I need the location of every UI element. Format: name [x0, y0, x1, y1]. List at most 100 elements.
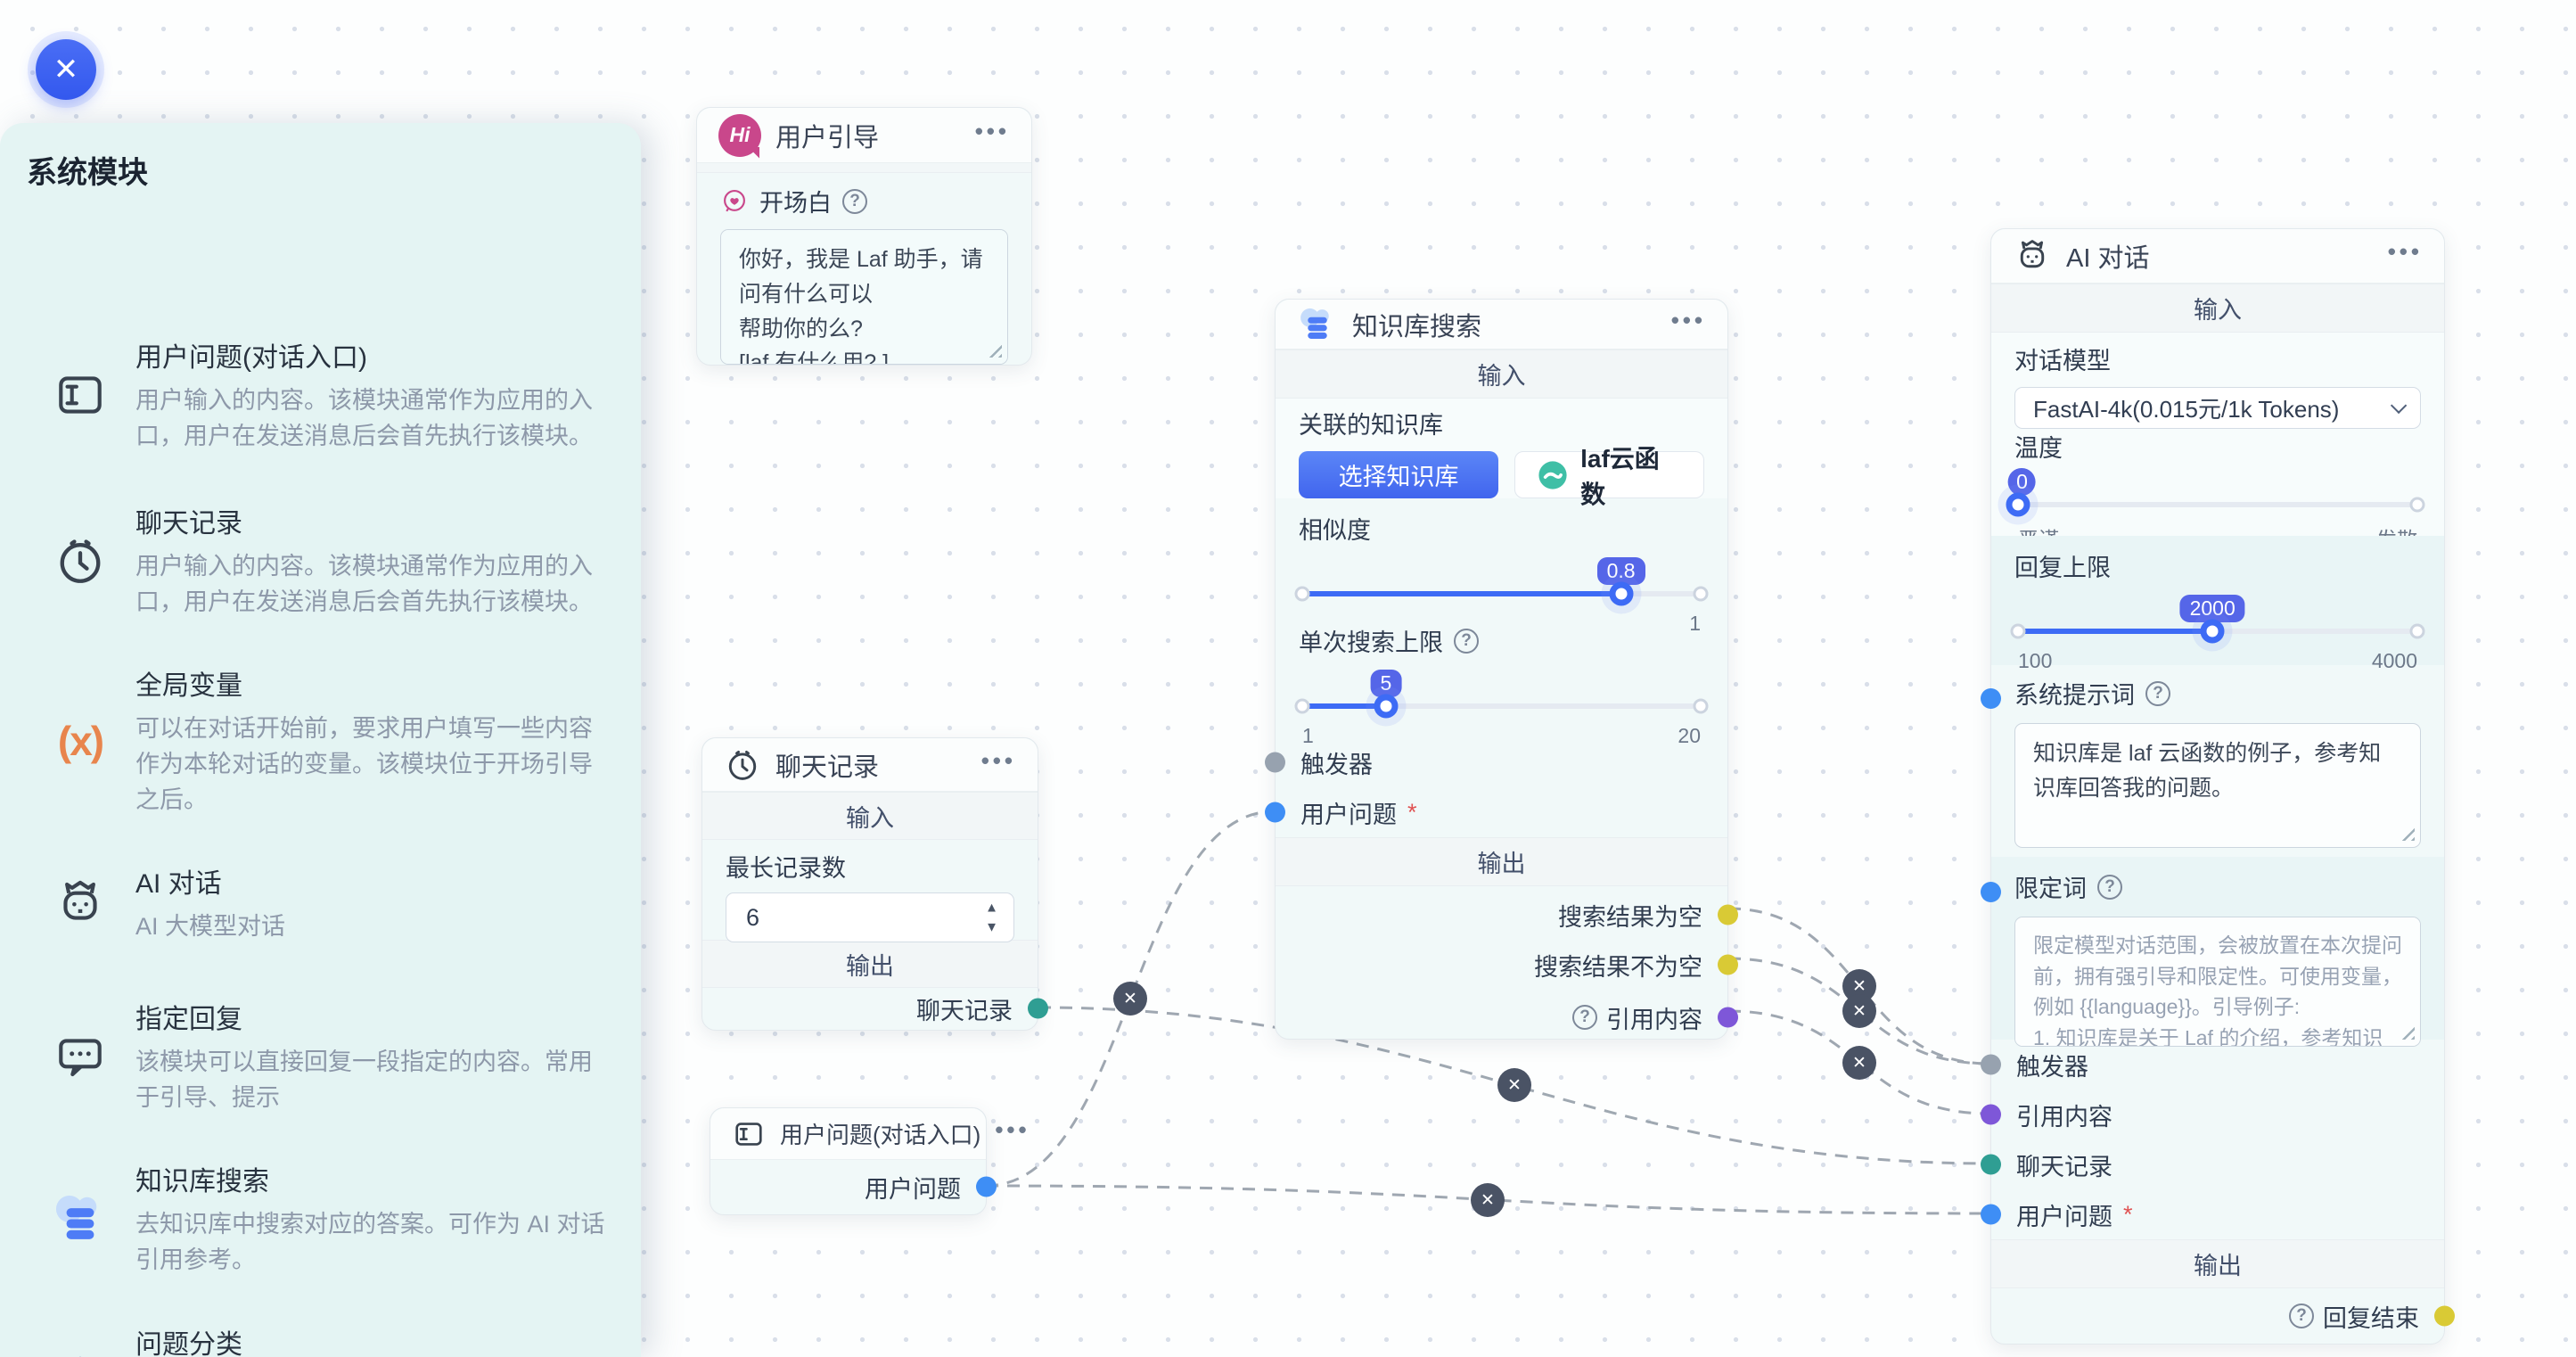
opening-heart-icon: [720, 187, 749, 216]
sidebar-item-fixed-reply[interactable]: 指定回复 该模块可以直接回复一段指定的内容。常用于引导、提示: [37, 997, 605, 1115]
sidebar-item-ai-chat[interactable]: AI 对话 AI 大模型对话: [37, 861, 605, 944]
port-label: 用户问题: [1300, 801, 1397, 828]
output-port-result-empty[interactable]: [1718, 904, 1738, 925]
delete-connection-button[interactable]: ✕: [1842, 994, 1876, 1028]
help-icon[interactable]: ?: [1572, 1005, 1597, 1030]
output-port-quote[interactable]: [1718, 1007, 1738, 1028]
required-mark: *: [2123, 1200, 2133, 1228]
node-kb-search[interactable]: 知识库搜索 ••• 输入 关联的知识库 选择知识库 laf云函数: [1265, 299, 1738, 1040]
sidebar-item-question-classify[interactable]: 问题分类 可以判断用户问题属于哪方面问题，从而执行不同的操作。: [37, 1322, 605, 1357]
database-cloud-icon: [1297, 304, 1338, 345]
text-cursor-icon: [732, 1117, 766, 1151]
output-port-result-not-empty[interactable]: [1718, 954, 1738, 975]
node-menu-button[interactable]: •••: [2387, 238, 2423, 265]
module-desc: AI 大模型对话: [135, 913, 286, 940]
node-menu-button[interactable]: •••: [1670, 306, 1706, 333]
input-port-row: 触发器: [1981, 1040, 2444, 1090]
port-label: 用户问题: [865, 1175, 961, 1203]
slider-min-label: 100: [2018, 649, 2053, 672]
model-select[interactable]: FastAI-4k(0.015元/1k Tokens): [2014, 387, 2421, 429]
node-menu-button[interactable]: •••: [995, 1115, 1030, 1143]
node-menu-button[interactable]: •••: [980, 746, 1016, 774]
system-prompt-textarea[interactable]: 知识库是 laf 云函数的例子，参考知识库回答我的问题。: [2014, 723, 2421, 848]
node-chat-history[interactable]: 聊天记录 ••• 输入 最长记录数 ▲▼ 输出 聊天记录: [701, 737, 1048, 1031]
module-name: 指定回复: [135, 1005, 242, 1034]
delete-connection-button[interactable]: ✕: [1497, 1068, 1531, 1102]
opening-textarea[interactable]: 你好，我是 Laf 助手，请问有什么可以 帮助你的么? [laf 有什么用? ]…: [720, 229, 1008, 365]
slider-max-label: 4000: [2371, 649, 2417, 672]
input-port-qualifier[interactable]: [1981, 882, 2001, 902]
sidebar-item-kb-search[interactable]: 知识库搜索 去知识库中搜索对应的答案。可作为 AI 对话引用参考。: [37, 1159, 605, 1278]
slider-thumb[interactable]: [1374, 694, 1399, 719]
module-desc: 用户输入的内容。该模块通常作为应用的入口，用户在发送消息后会首先执行该模块。: [135, 553, 593, 615]
qualifier-textarea[interactable]: [2014, 917, 2421, 1047]
input-port-trigger[interactable]: [1265, 752, 1285, 773]
node-title: 用户引导: [775, 123, 880, 152]
input-port-trigger[interactable]: [1981, 1054, 2001, 1075]
laf-icon: [1537, 459, 1569, 491]
input-port-row: 触发器: [1265, 737, 1727, 787]
module-desc: 用户输入的内容。该模块通常作为应用的入口，用户在发送消息后会首先执行该模块。: [135, 387, 593, 449]
sidebar-item-user-question[interactable]: 用户问题(对话入口) 用户输入的内容。该模块通常作为应用的入口，用户在发送消息后…: [37, 335, 605, 454]
help-icon[interactable]: ?: [2289, 1304, 2314, 1328]
output-port-chat-history[interactable]: [1028, 998, 1048, 1019]
temperature-slider[interactable]: 0: [2006, 468, 2425, 517]
input-port-chat-history[interactable]: [1981, 1154, 2001, 1175]
clock-icon: [724, 746, 761, 784]
delete-icon: ✕: [1507, 1075, 1522, 1095]
delete-connection-button[interactable]: ✕: [1842, 1046, 1876, 1080]
input-section-label: 输入: [1276, 350, 1727, 399]
input-port-user-question[interactable]: [1265, 802, 1285, 823]
slider-thumb[interactable]: [2006, 492, 2030, 517]
close-panel-button[interactable]: ✕: [36, 39, 96, 100]
node-menu-button[interactable]: •••: [974, 117, 1010, 144]
dataset-tag[interactable]: laf云函数: [1514, 445, 1704, 508]
number-stepper[interactable]: ▲▼: [985, 901, 998, 934]
slider-value-badge: 5: [1370, 670, 1402, 697]
max-records-input[interactable]: [726, 892, 1014, 942]
slider-value-badge: 2000: [2179, 595, 2245, 622]
port-label: 搜索结果不为空: [1534, 953, 1702, 981]
output-section-label: 输出: [1276, 837, 1727, 886]
slider-thumb[interactable]: [1609, 581, 1634, 606]
variable-icon: (x): [57, 717, 104, 764]
help-icon[interactable]: ?: [842, 188, 867, 214]
similarity-slider[interactable]: 0.8: [1294, 557, 1709, 606]
help-icon[interactable]: ?: [2097, 874, 2122, 900]
robot-icon: [37, 876, 123, 931]
module-desc: 去知识库中搜索对应的答案。可作为 AI 对话引用参考。: [135, 1211, 605, 1273]
node-user-question[interactable]: 用户问题(对话入口) ••• 用户问题: [710, 1107, 1027, 1215]
delete-connection-button[interactable]: ✕: [1113, 982, 1147, 1016]
reply-limit-label: 回复上限: [2014, 555, 2111, 581]
input-section-label: 输入: [1991, 284, 2444, 333]
port-label: 引用内容: [1606, 1006, 1702, 1033]
input-port-quote[interactable]: [1981, 1104, 2001, 1125]
module-name: 用户问题(对话入口): [135, 343, 367, 373]
help-icon[interactable]: ?: [1454, 628, 1479, 654]
wire-quote-quote: [1727, 1009, 1990, 1115]
step-up-icon[interactable]: ▲: [985, 900, 998, 916]
sidebar-item-global-variable[interactable]: (x) 全局变量 可以在对话开始前，要求用户填写一些内容作为本轮对话的变量。该模…: [37, 663, 605, 818]
select-kb-button[interactable]: 选择知识库: [1299, 451, 1499, 498]
sidebar-item-chat-history[interactable]: 聊天记录 用户输入的内容。该模块通常作为应用的入口，用户在发送消息后会首先执行该…: [37, 501, 605, 620]
output-port-reply-done[interactable]: [2434, 1305, 2455, 1327]
port-label: 回复结束: [2323, 1304, 2419, 1332]
step-down-icon[interactable]: ▼: [985, 919, 998, 935]
node-user-guide[interactable]: Hi 用户引导 ••• 开场白 ? 你好，我是 Laf 助手，请问有什么可以 帮…: [696, 107, 1032, 366]
slider-value-badge: 0: [2008, 468, 2036, 496]
input-port-system-prompt[interactable]: [1981, 688, 2001, 709]
port-label: 触发器: [2016, 1053, 2088, 1081]
database-cloud-icon: [37, 1189, 123, 1248]
slider-thumb[interactable]: [2200, 619, 2225, 644]
slider-min-label: 1: [1302, 724, 1314, 747]
delete-connection-button[interactable]: ✕: [1471, 1183, 1505, 1217]
system-prompt-label: 系统提示词: [2014, 682, 2135, 709]
input-port-user-question[interactable]: [1981, 1204, 2001, 1225]
node-ai-chat[interactable]: AI 对话 ••• 输入 对话模型 FastAI-4k(0.015元/1k To…: [1981, 228, 2455, 1345]
output-port-user-question[interactable]: [976, 1176, 997, 1197]
help-icon[interactable]: ?: [2145, 680, 2170, 706]
limit-slider[interactable]: 5: [1294, 670, 1709, 719]
reply-limit-slider[interactable]: 2000: [2010, 595, 2425, 644]
close-icon: ✕: [53, 53, 79, 86]
